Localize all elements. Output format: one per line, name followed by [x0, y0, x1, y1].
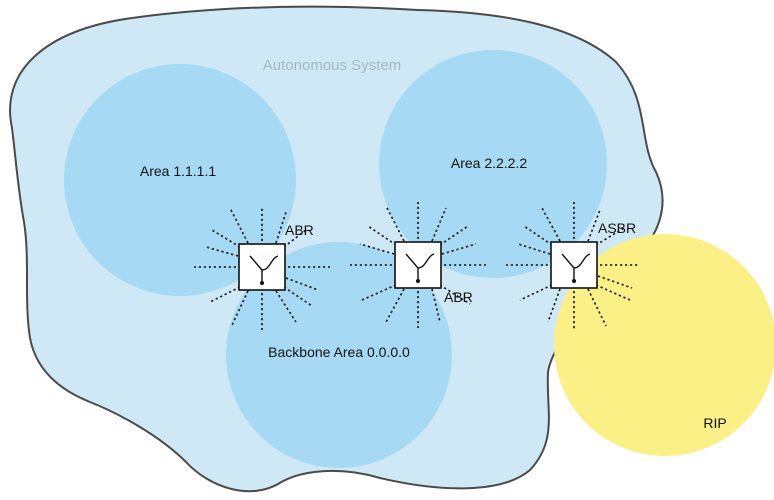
router-abr-1-label: ABR — [285, 222, 314, 238]
router-icon — [561, 253, 591, 283]
autonomous-system-label: Autonomous System — [263, 57, 401, 74]
area-1-circle — [64, 64, 296, 296]
router-abr-1: ABR — [194, 206, 330, 330]
backbone-area-label: Backbone Area 0.0.0.0 — [268, 344, 410, 360]
rip-label: RIP — [703, 415, 726, 431]
rip-domain-circle — [554, 234, 774, 456]
router-abr-2: ABR — [350, 202, 486, 328]
router-abr-2-label: ABR — [444, 289, 473, 305]
backbone-area-circle — [226, 242, 452, 468]
area-1-label: Area 1.1.1.1 — [140, 163, 216, 179]
router-asbr-rays — [506, 202, 640, 330]
router-abr-2-rays — [350, 202, 486, 328]
router-asbr: ASBR — [506, 202, 640, 330]
router-icon — [405, 253, 435, 283]
area-2-circle — [379, 50, 607, 278]
area-2-label: Area 2.2.2.2 — [451, 155, 527, 171]
router-asbr-label: ASBR — [598, 220, 636, 236]
router-icon — [249, 255, 279, 285]
router-abr-1-rays — [194, 206, 330, 330]
